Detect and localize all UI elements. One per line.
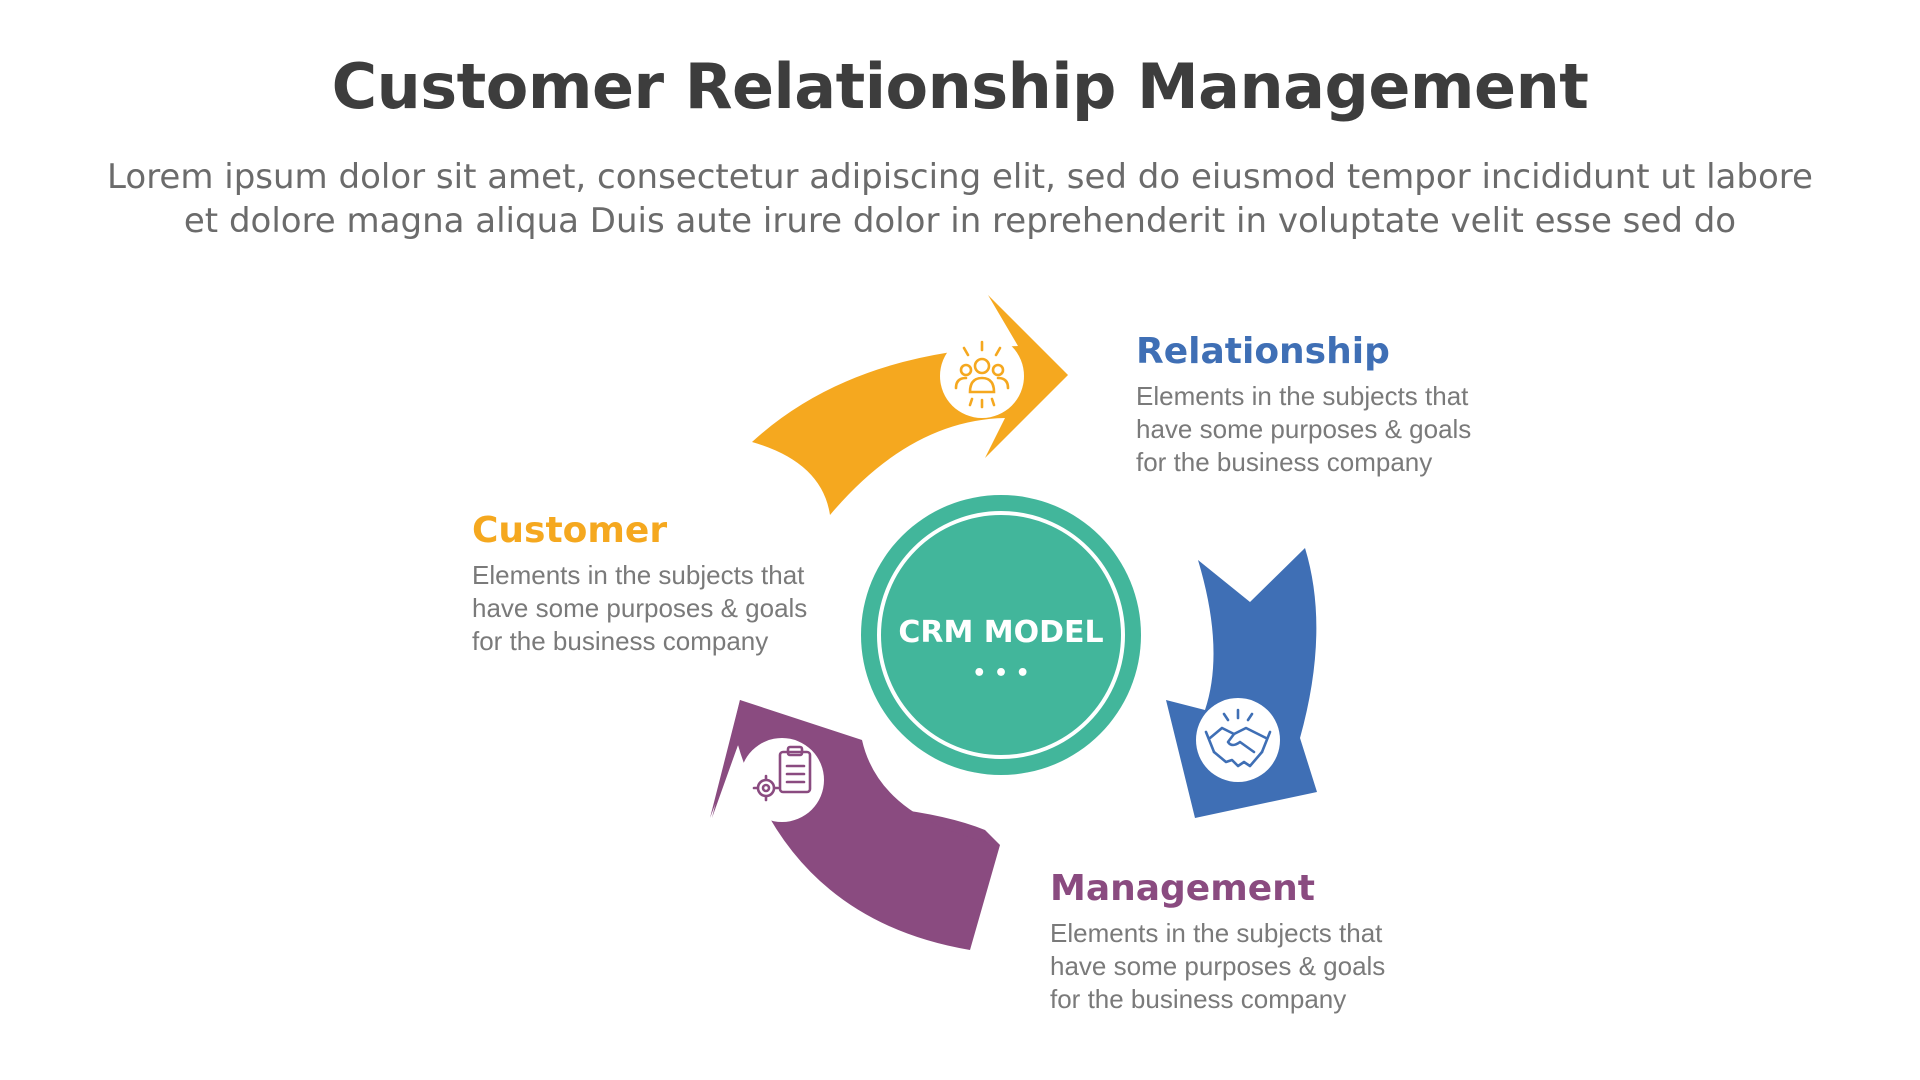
page-title: Customer Relationship Management bbox=[331, 50, 1589, 123]
step-management-title: Management bbox=[1050, 868, 1315, 909]
step-customer: Customer Elements in the subjects that h… bbox=[472, 509, 892, 658]
handshake-icon bbox=[1204, 708, 1272, 768]
people-icon-badge bbox=[940, 334, 1024, 418]
step-relationship-desc: Elements in the subjects that have some … bbox=[1136, 381, 1472, 477]
center-label: CRM MODEL bbox=[898, 615, 1103, 650]
arrow-shape-orange bbox=[752, 295, 1068, 515]
page-subtitle: Lorem ipsum dolor sit amet, consectetur … bbox=[107, 157, 1813, 241]
center-dots: • • • bbox=[972, 661, 1030, 686]
step-customer-desc: Elements in the subjects that have some … bbox=[472, 560, 808, 656]
cycle-arrow-relationship bbox=[752, 295, 1068, 515]
step-customer-title: Customer bbox=[472, 510, 668, 551]
step-management-desc: Elements in the subjects that have some … bbox=[1050, 918, 1386, 1014]
step-relationship: Relationship Elements in the subjects th… bbox=[1136, 330, 1556, 479]
step-relationship-title: Relationship bbox=[1136, 331, 1390, 372]
handshake-icon-badge bbox=[1196, 698, 1280, 782]
crm-center-circle: CRM MODEL • • • bbox=[861, 495, 1141, 775]
cycle-arrow-management bbox=[1166, 548, 1317, 818]
clipboard-gear-icon-badge bbox=[740, 738, 824, 822]
cycle-arrow-customer bbox=[710, 700, 1000, 950]
people-icon bbox=[954, 340, 1010, 409]
clipboard-gear-icon bbox=[752, 745, 812, 802]
center-inner-ring bbox=[877, 511, 1125, 759]
step-management: Management Elements in the subjects that… bbox=[1050, 867, 1470, 1016]
center-outer-ring bbox=[861, 495, 1141, 775]
